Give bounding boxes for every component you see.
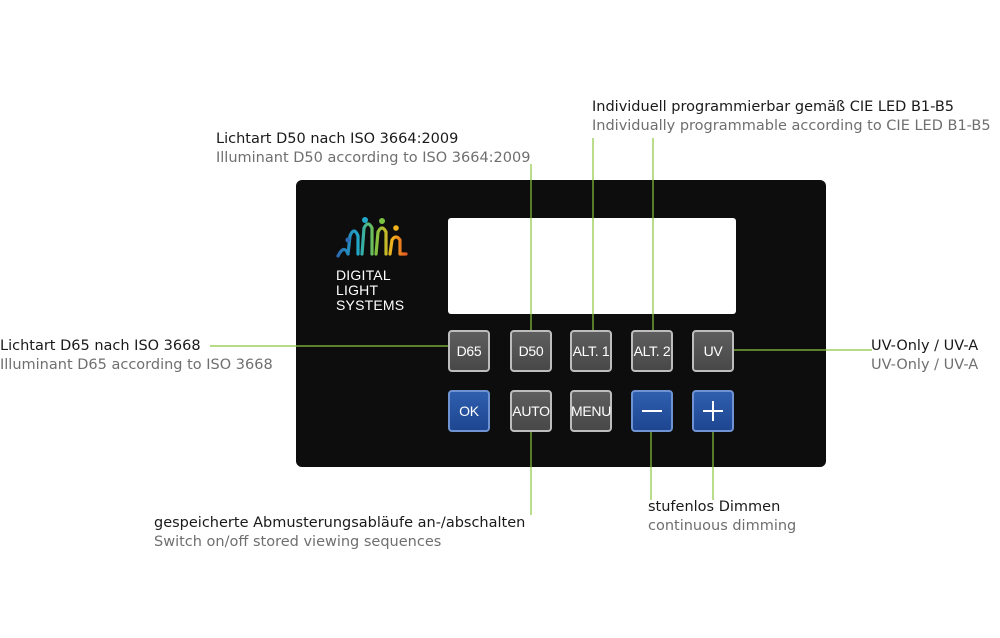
d50-button[interactable]: D50 [510,330,552,372]
label-auto-de: gespeicherte Abmusterungsabläufe an-/abs… [154,515,526,531]
menu-button-label: MENU [570,403,612,419]
label-alt: Individuell programmierbar gemäß CIE LED… [592,98,991,136]
menu-button[interactable]: MENU [570,390,612,432]
ok-button-label: OK [459,403,479,419]
label-dim-en: continuous dimming [648,518,797,534]
label-d65-en: Illuminant D65 according to ISO 3668 [0,357,273,373]
alt1-button[interactable]: ALT. 1 [570,330,612,372]
alt2-button-label: ALT. 2 [633,343,671,359]
logo-text: DIGITAL LIGHT SYSTEMS [336,268,404,313]
auto-button-label: AUTO [512,403,550,419]
label-d65-de: Lichtart D65 nach ISO 3668 [0,338,201,354]
d65-button[interactable]: D65 [448,330,490,372]
d65-button-label: D65 [456,343,482,359]
label-auto-en: Switch on/off stored viewing sequences [154,534,442,550]
label-uv: UV-Only / UV-A UV-Only / UV-A [871,337,978,375]
ok-button[interactable]: OK [448,390,490,432]
auto-button[interactable]: AUTO [510,390,552,432]
label-d50-en: Illuminant D50 according to ISO 3664:200… [216,150,531,166]
label-uv-en: UV-Only / UV-A [871,357,979,373]
logo-line-1: DIGITAL [336,267,391,283]
d50-button-label: D50 [518,343,544,359]
uv-button-label: UV [703,343,723,359]
label-dim: stufenlos Dimmen continuous dimming [648,498,796,536]
logo-line-2: LIGHT [336,282,379,298]
logo-line-3: SYSTEMS [336,297,405,313]
uv-button[interactable]: UV [692,330,734,372]
label-uv-de: UV-Only / UV-A [871,338,979,354]
minus-icon [642,410,662,412]
label-d50: Lichtart D50 nach ISO 3664:2009 Illumina… [216,130,530,168]
label-d50-de: Lichtart D50 nach ISO 3664:2009 [216,131,459,147]
label-alt-en: Individually programmable according to C… [592,118,991,134]
dim-up-button[interactable] [692,390,734,432]
logo: DIGITAL LIGHT SYSTEMS [336,214,426,324]
lcd-display [448,218,736,314]
label-d65: Lichtart D65 nach ISO 3668 Illuminant D6… [0,337,273,375]
logo-icon [336,217,408,258]
alt1-button-label: ALT. 1 [572,343,610,359]
alt2-button[interactable]: ALT. 2 [631,330,673,372]
label-dim-de: stufenlos Dimmen [648,499,781,515]
plus-icon [703,401,723,421]
label-alt-de: Individuell programmierbar gemäß CIE LED… [592,99,955,115]
dim-down-button[interactable] [631,390,673,432]
label-auto: gespeicherte Abmusterungsabläufe an-/abs… [154,514,525,552]
